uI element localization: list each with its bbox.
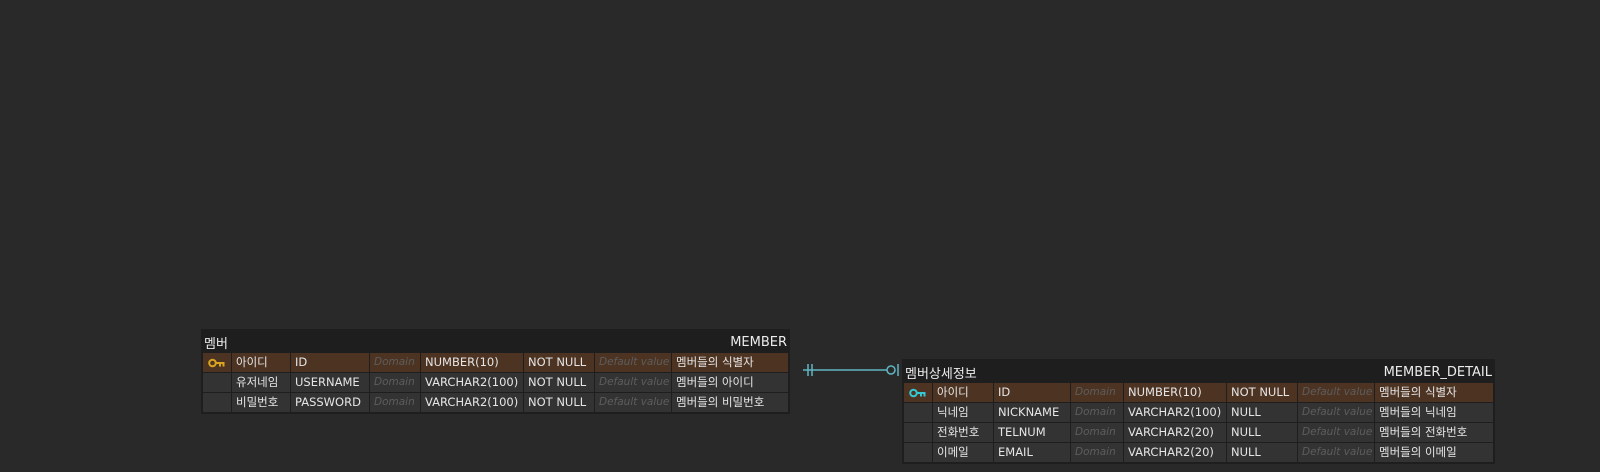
physical-name-cell[interactable]: ID bbox=[994, 383, 1070, 402]
key-cell bbox=[203, 393, 231, 412]
key-cell bbox=[904, 423, 932, 442]
domain-cell[interactable]: Domain bbox=[1071, 403, 1123, 422]
data-type-cell[interactable]: VARCHAR2(20) bbox=[1124, 423, 1226, 442]
data-type-cell[interactable]: VARCHAR2(100) bbox=[421, 393, 523, 412]
entity-physical-name: MEMBER bbox=[730, 334, 787, 350]
domain-cell[interactable]: Domain bbox=[370, 373, 420, 392]
primary-foreign-key-cell bbox=[904, 383, 932, 402]
comment-cell[interactable]: 멤버들의 닉네임 bbox=[1375, 403, 1493, 422]
key-cell bbox=[904, 443, 932, 462]
column-row-nickname[interactable]: 닉네임 NICKNAME Domain VARCHAR2(100) NULL D… bbox=[904, 403, 1493, 422]
default-value-cell[interactable]: Default value bbox=[1298, 423, 1374, 442]
logical-name-cell[interactable]: 전화번호 bbox=[933, 423, 993, 442]
column-row-username[interactable]: 유저네임 USERNAME Domain VARCHAR2(100) NOT N… bbox=[203, 373, 788, 392]
null-constraint-cell[interactable]: NOT NULL bbox=[524, 393, 594, 412]
default-value-cell[interactable]: Default value bbox=[1298, 443, 1374, 462]
null-constraint-cell[interactable]: NOT NULL bbox=[524, 373, 594, 392]
key-cell bbox=[203, 373, 231, 392]
column-row-id[interactable]: 아이디 ID Domain NUMBER(10) NOT NULL Defaul… bbox=[904, 383, 1493, 402]
null-constraint-cell[interactable]: NULL bbox=[1227, 423, 1297, 442]
column-row-password[interactable]: 비밀번호 PASSWORD Domain VARCHAR2(100) NOT N… bbox=[203, 393, 788, 412]
domain-cell[interactable]: Domain bbox=[370, 393, 420, 412]
null-constraint-cell[interactable]: NOT NULL bbox=[1227, 383, 1297, 402]
key-icon bbox=[208, 358, 225, 367]
logical-name-cell[interactable]: 비밀번호 bbox=[232, 393, 290, 412]
comment-cell[interactable]: 멤버들의 이메일 bbox=[1375, 443, 1493, 462]
comment-cell[interactable]: 멤버들의 식별자 bbox=[1375, 383, 1493, 402]
key-cell bbox=[904, 403, 932, 422]
data-type-cell[interactable]: VARCHAR2(100) bbox=[1124, 403, 1226, 422]
domain-cell[interactable]: Domain bbox=[370, 353, 420, 372]
logical-name-cell[interactable]: 이메일 bbox=[933, 443, 993, 462]
domain-cell[interactable]: Domain bbox=[1071, 383, 1123, 402]
physical-name-cell[interactable]: PASSWORD bbox=[291, 393, 369, 412]
default-value-cell[interactable]: Default value bbox=[1298, 383, 1374, 402]
entity-logical-name: 멤버 bbox=[204, 336, 228, 352]
primary-key-cell bbox=[203, 353, 231, 372]
key-icon bbox=[909, 388, 926, 397]
column-row-id[interactable]: 아이디 ID Domain NUMBER(10) NOT NULL Defaul… bbox=[203, 353, 788, 372]
comment-cell[interactable]: 멤버들의 비밀번호 bbox=[672, 393, 788, 412]
comment-cell[interactable]: 멤버들의 식별자 bbox=[672, 353, 788, 372]
entity-header[interactable]: 멤버상세정보 MEMBER_DETAIL bbox=[904, 361, 1493, 383]
column-list: 아이디 ID Domain NUMBER(10) NOT NULL Defaul… bbox=[904, 383, 1493, 462]
domain-cell[interactable]: Domain bbox=[1071, 423, 1123, 442]
column-row-email[interactable]: 이메일 EMAIL Domain VARCHAR2(20) NULL Defau… bbox=[904, 443, 1493, 462]
entity-header[interactable]: 멤버 MEMBER bbox=[203, 331, 788, 353]
null-constraint-cell[interactable]: NOT NULL bbox=[524, 353, 594, 372]
comment-cell[interactable]: 멤버들의 전화번호 bbox=[1375, 423, 1493, 442]
logical-name-cell[interactable]: 아이디 bbox=[933, 383, 993, 402]
comment-cell[interactable]: 멤버들의 아이디 bbox=[672, 373, 788, 392]
default-value-cell[interactable]: Default value bbox=[595, 393, 671, 412]
null-constraint-cell[interactable]: NULL bbox=[1227, 403, 1297, 422]
physical-name-cell[interactable]: TELNUM bbox=[994, 423, 1070, 442]
physical-name-cell[interactable]: EMAIL bbox=[994, 443, 1070, 462]
column-list: 아이디 ID Domain NUMBER(10) NOT NULL Defaul… bbox=[203, 353, 788, 412]
physical-name-cell[interactable]: NICKNAME bbox=[994, 403, 1070, 422]
logical-name-cell[interactable]: 닉네임 bbox=[933, 403, 993, 422]
data-type-cell[interactable]: VARCHAR2(20) bbox=[1124, 443, 1226, 462]
zero-cardinality-mark bbox=[886, 365, 896, 375]
entity-logical-name: 멤버상세정보 bbox=[905, 366, 977, 382]
data-type-cell[interactable]: VARCHAR2(100) bbox=[421, 373, 523, 392]
physical-name-cell[interactable]: ID bbox=[291, 353, 369, 372]
logical-name-cell[interactable]: 아이디 bbox=[232, 353, 290, 372]
column-row-telnum[interactable]: 전화번호 TELNUM Domain VARCHAR2(20) NULL Def… bbox=[904, 423, 1493, 442]
default-value-cell[interactable]: Default value bbox=[595, 353, 671, 372]
null-constraint-cell[interactable]: NULL bbox=[1227, 443, 1297, 462]
entity-member[interactable]: 멤버 MEMBER 아이디 ID Domain NUMBER(10) NOT N… bbox=[201, 329, 790, 414]
data-type-cell[interactable]: NUMBER(10) bbox=[421, 353, 523, 372]
default-value-cell[interactable]: Default value bbox=[1298, 403, 1374, 422]
physical-name-cell[interactable]: USERNAME bbox=[291, 373, 369, 392]
logical-name-cell[interactable]: 유저네임 bbox=[232, 373, 290, 392]
entity-physical-name: MEMBER_DETAIL bbox=[1383, 364, 1492, 380]
default-value-cell[interactable]: Default value bbox=[595, 373, 671, 392]
domain-cell[interactable]: Domain bbox=[1071, 443, 1123, 462]
entity-member-detail[interactable]: 멤버상세정보 MEMBER_DETAIL 아이디 ID Domain NUMBE… bbox=[902, 359, 1495, 464]
data-type-cell[interactable]: NUMBER(10) bbox=[1124, 383, 1226, 402]
